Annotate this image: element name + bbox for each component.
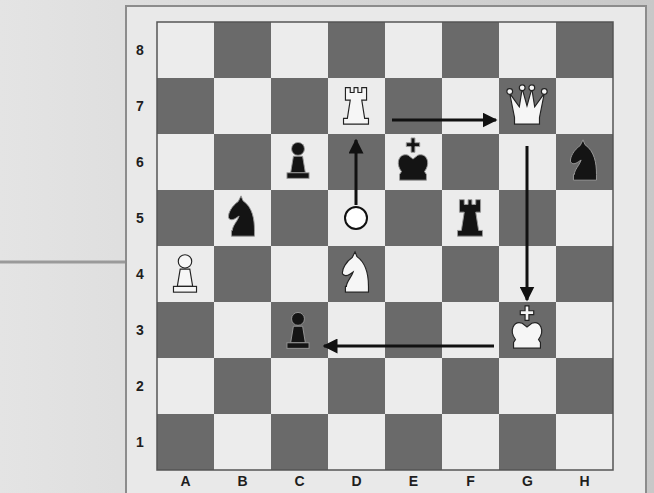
move-arrow — [526, 146, 529, 300]
white-pawn — [173, 255, 196, 292]
file-letter: H — [579, 473, 589, 489]
rank-number: 7 — [136, 98, 144, 114]
black-knight — [570, 140, 596, 180]
file-label: H — [573, 471, 597, 491]
rank-label: 6 — [128, 152, 152, 172]
file-letter: F — [466, 473, 475, 489]
file-label: B — [231, 471, 255, 491]
rank-label: 2 — [128, 376, 152, 396]
file-letter: B — [237, 473, 247, 489]
black-pawn — [287, 142, 309, 178]
rank-number: 6 — [136, 154, 144, 170]
black-rook — [458, 200, 483, 236]
rank-number: 2 — [136, 378, 144, 394]
rank-label: 5 — [128, 208, 152, 228]
move-arrow — [355, 140, 358, 205]
board-frame — [126, 6, 646, 493]
black-knight — [228, 196, 254, 236]
file-letter: A — [180, 473, 190, 489]
file-letter: D — [351, 473, 361, 489]
black-pawn — [287, 312, 309, 348]
move-arrow — [324, 345, 494, 348]
file-letter: E — [409, 473, 418, 489]
chess-board — [157, 22, 613, 470]
rank-number: 3 — [136, 322, 144, 338]
rank-label: 3 — [128, 320, 152, 340]
file-letter: C — [294, 473, 304, 489]
white-king — [512, 306, 541, 348]
black-king — [398, 138, 427, 180]
file-label: C — [288, 471, 312, 491]
file-label: G — [516, 471, 540, 491]
white-knight — [342, 252, 368, 292]
white-queen — [507, 85, 547, 124]
file-label: E — [402, 471, 426, 491]
file-label: F — [459, 471, 483, 491]
file-label: D — [345, 471, 369, 491]
start-marker — [345, 207, 367, 229]
white-rook — [344, 88, 369, 124]
move-arrow — [392, 119, 496, 122]
white-pieces — [173, 85, 547, 348]
rank-label: 8 — [128, 40, 152, 60]
file-label: A — [174, 471, 198, 491]
move-arrows — [324, 120, 527, 346]
rank-label: 7 — [128, 96, 152, 116]
rank-number: 5 — [136, 210, 144, 226]
rank-number: 8 — [136, 42, 144, 58]
rank-label: 1 — [128, 432, 152, 452]
wall-rail — [0, 261, 128, 264]
black-pieces — [228, 138, 596, 348]
rank-label: 4 — [128, 264, 152, 284]
rank-number: 1 — [136, 434, 144, 450]
file-letter: G — [522, 473, 533, 489]
rank-number: 4 — [136, 266, 144, 282]
